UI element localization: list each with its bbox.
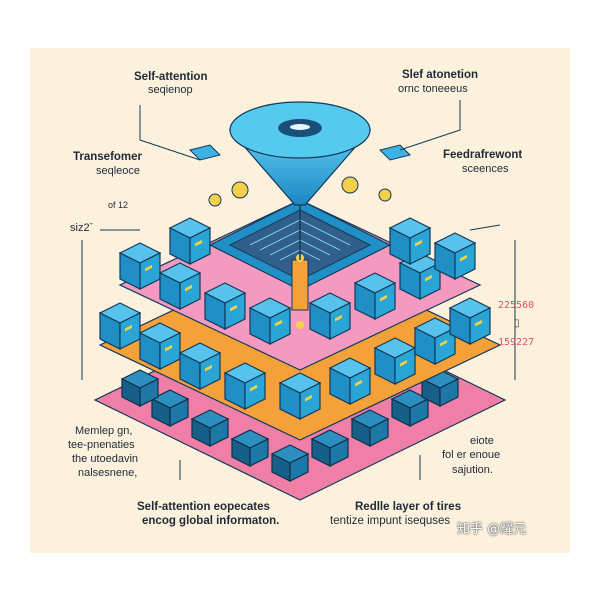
right-number-bottom: 159227 [498,337,535,348]
right-number-top: 225560 [498,300,535,311]
label-self-attention-left: Self-attention [134,71,208,83]
right-number-bracket: ▯ [514,318,520,329]
right-bottom-line-1: eiote [470,435,494,447]
bottom-left-caption-1: Self-attention eopecates [137,501,270,513]
watermark: 知乎 @耀元 [457,522,527,537]
left-bottom-line-3: the utoedavin [72,453,139,465]
label-transformer: Transefomer [73,151,143,163]
label-transformer-sub: seqleoce [96,165,141,177]
left-bottom-line-4: nalsesnene, [78,467,138,479]
right-bottom-line-3: sajution. [452,464,493,476]
label-self-attention-right: Slef atonetion [402,69,479,81]
bottom-right-caption-2: tentize impunt isequses [330,515,451,527]
left-bottom-line-1: Memlep gn, [75,425,133,437]
label-size-left-2: of 12 [108,200,129,210]
label-feedforward-sub: sceences [462,163,509,175]
right-bottom-line-2: fol er enoue [442,449,501,461]
bottom-right-caption-1: Redlle layer of tires [355,501,462,513]
side-devices [189,144,411,207]
label-self-attention-right-sub: ornc toneeeus [398,83,468,95]
label-feedforward: Feedrafrewont [443,149,523,161]
left-bottom-line-2: tee-pnenaties [68,439,135,451]
leader-lines [81,100,516,480]
label-size-left: siz2ˉ [70,222,94,234]
label-self-attention-left-sub: seqienop [148,84,193,96]
funnel [228,101,372,260]
bottom-left-caption-2: encog global informaton. [142,515,280,527]
